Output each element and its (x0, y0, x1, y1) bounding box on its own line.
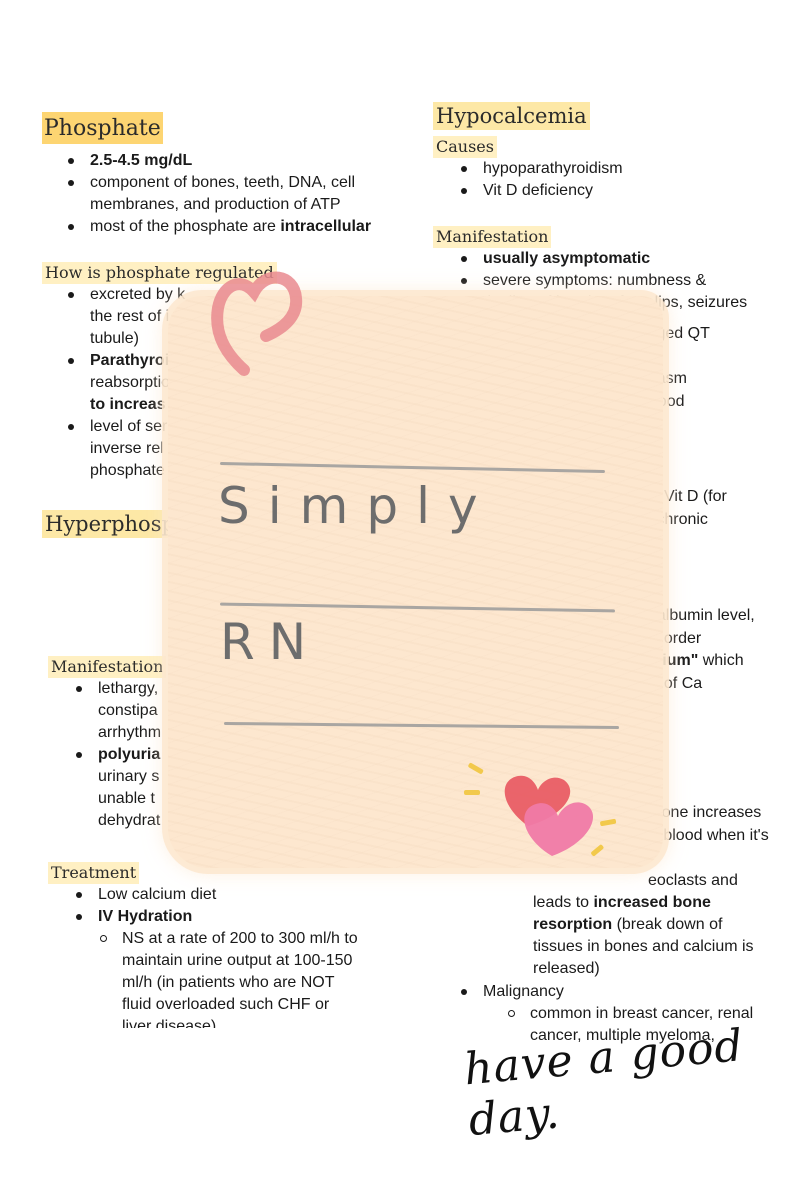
treatment-sublist: NS at a rate of 200 to 300 ml/h to maint… (92, 928, 362, 1028)
list-item: IV Hydration (68, 906, 382, 928)
causes-list: hypoparathyroidism Vit D deficiency (453, 158, 783, 202)
hypocalcemia-heading: Hypocalcemia (433, 102, 783, 130)
phosphate-heading: Phosphate (42, 112, 382, 144)
list-item: component of bones, teeth, DNA, cell mem… (60, 172, 382, 216)
list-item: NS at a rate of 200 to 300 ml/h to maint… (92, 928, 362, 1028)
list-item: polyuria urinary s unable t dehydrat (68, 744, 382, 832)
manifestation-heading-right: Manifestation (433, 226, 783, 248)
list-item: level of ser inverse rel phosphate (60, 416, 382, 482)
fragment-hormone: rmone increases (643, 804, 762, 821)
list-item: Low calcium diet (68, 884, 382, 906)
regulated-list: excreted by k the rest of i tubule) Para… (60, 284, 382, 482)
list-item: 2.5-4.5 mg/dL (60, 150, 382, 172)
hyperphosphatemia-heading: Hyperphosp (42, 510, 382, 538)
list-item: Malignancy (453, 981, 783, 1003)
left-column: Phosphate 2.5-4.5 mg/dL component of bon… (42, 112, 382, 1028)
logo-word-rn: RN (220, 613, 321, 671)
hearts-icon (464, 763, 617, 856)
logo-word-simply: Simply (218, 477, 496, 535)
right-column: Hypocalcemia Causes hypoparathyroidism V… (433, 102, 783, 314)
malignancy-sublist: common in breast cancer, renal cancer, m… (500, 1003, 780, 1047)
fragment-when: n blood when it's (650, 827, 769, 844)
malignancy-list: Malignancy (453, 981, 783, 1003)
phosphate-list: 2.5-4.5 mg/dL component of bones, teeth,… (60, 150, 382, 238)
simply-rn-logo-card: Simply RN (168, 296, 663, 868)
causes-heading: Causes (433, 136, 783, 158)
list-item: usually asymptomatic (453, 248, 783, 270)
fragment-albumin: al albumin level, (640, 607, 755, 624)
regulated-heading: How is phosphate regulated (42, 262, 382, 284)
list-item: most of the phosphate are intracellular (60, 216, 382, 238)
treatment-list: Low calcium diet IV Hydration (68, 884, 382, 928)
list-item: Parathyroid reabsorptio to increas (60, 350, 382, 416)
list-item: lethargy, constipa arrhythm (68, 678, 382, 744)
list-item: Vit D deficiency (453, 180, 783, 202)
list-item: hypoparathyroidism (453, 158, 783, 180)
treatment-heading: Treatment (48, 862, 382, 884)
manifestation-list-left: lethargy, constipa arrhythm polyuria uri… (68, 678, 382, 832)
list-item: common in breast cancer, renal cancer, m… (500, 1003, 780, 1047)
heart-clip-icon (211, 271, 303, 376)
fragment-osteoclasts: eoclasts and (648, 872, 738, 889)
list-item: excreted by k the rest of i tubule) (60, 284, 382, 350)
resorption-block: leads to increased bone resorption (brea… (533, 894, 754, 977)
manifestation-heading-left: Manifestation (48, 656, 382, 678)
